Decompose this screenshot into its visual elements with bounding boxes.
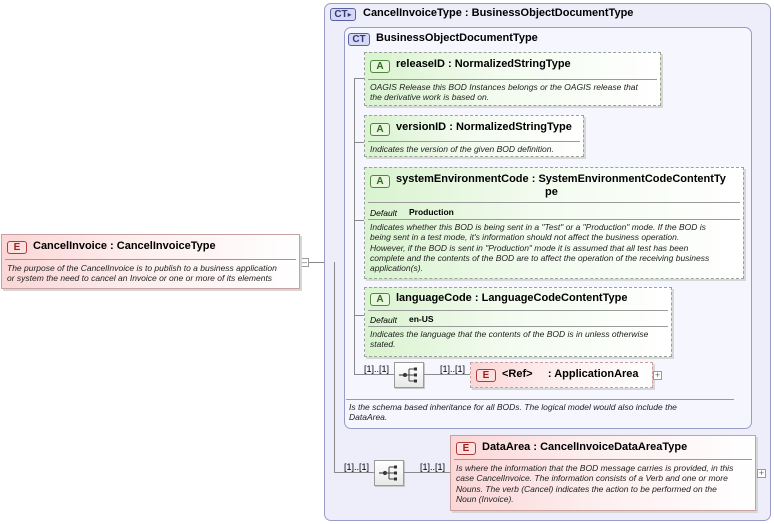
element-divider [5, 259, 296, 260]
collapse-minus-icon[interactable]: – [300, 257, 309, 267]
attribute-doc: Indicates the language that the contents… [370, 329, 649, 350]
complex-type-icon: CT [348, 33, 370, 46]
connector [354, 374, 394, 375]
attribute-label: versionID : NormalizedStringType [396, 121, 572, 133]
attribute-icon: A [370, 293, 390, 306]
inner-type-doc: Is the schema based inheritance for all … [349, 402, 677, 423]
attribute-doc: Indicates the version of the given BOD d… [370, 144, 554, 154]
default-value: Production [409, 207, 454, 217]
attribute-divider [368, 202, 740, 203]
default-label: Default [370, 208, 397, 218]
element-cancel-invoice[interactable]: E CancelInvoice : CancelInvoiceType The … [1, 234, 300, 289]
attribute-bracket-tick [354, 142, 364, 143]
cardinality: [1]..[1] [440, 364, 466, 374]
element-application-area[interactable]: E <Ref> : ApplicationArea [470, 362, 653, 388]
element-label: CancelInvoice : CancelInvoiceType [33, 240, 216, 252]
element-icon: E [476, 369, 496, 382]
business-object-document-type-title: BusinessObjectDocumentType [376, 32, 538, 44]
attribute-icon: A [370, 60, 390, 73]
element-label: DataArea : CancelInvoiceDataAreaType [482, 441, 688, 453]
connector [334, 472, 374, 473]
element-doc: Is where the information that the BOD me… [456, 463, 734, 504]
connector [300, 262, 324, 263]
attribute-doc: OAGIS Release this BOD Instances belongs… [370, 82, 638, 103]
element-doc: The purpose of the CancelInvoice is to p… [7, 263, 277, 284]
element-label: <Ref> : ApplicationArea [502, 368, 639, 380]
sequence-icon[interactable] [394, 362, 424, 388]
expand-plus-icon[interactable]: + [653, 370, 662, 380]
attribute-icon: A [370, 123, 390, 136]
attribute-label: releaseID : NormalizedStringType [396, 58, 571, 70]
connector [334, 262, 335, 473]
attribute-version-id[interactable]: A versionID : NormalizedStringType Indic… [364, 115, 584, 157]
cancel-invoice-type-title: CancelInvoiceType : BusinessObjectDocume… [363, 7, 634, 19]
default-value: en-US [409, 314, 434, 324]
attribute-divider [368, 310, 668, 311]
element-icon: E [7, 241, 27, 254]
attribute-bracket-tick [354, 78, 364, 79]
element-icon: E [456, 442, 476, 455]
attribute-label-wrap: pe [545, 186, 558, 198]
attribute-release-id[interactable]: A releaseID : NormalizedStringType OAGIS… [364, 52, 661, 106]
connector [404, 472, 450, 473]
cardinality: [1]..[1] [364, 364, 390, 374]
attribute-bracket [354, 78, 355, 374]
attribute-doc: Indicates whether this BOD is being sent… [370, 222, 710, 274]
complex-type-derived-icon: CT▸ [330, 8, 356, 21]
attribute-system-environment-code[interactable]: A systemEnvironmentCode : SystemEnvironm… [364, 167, 744, 279]
attribute-bracket-tick [354, 220, 364, 221]
attribute-divider [368, 219, 740, 220]
connector [424, 374, 470, 375]
attribute-language-code[interactable]: A languageCode : LanguageCodeContentType… [364, 287, 672, 357]
attribute-label: systemEnvironmentCode : SystemEnvironmen… [396, 173, 726, 185]
sequence-icon[interactable] [374, 460, 404, 486]
inner-type-doc-divider [346, 399, 734, 400]
attribute-label: languageCode : LanguageCodeContentType [396, 292, 628, 304]
cardinality: [1]..[1] [420, 462, 446, 472]
element-divider [454, 459, 752, 460]
attribute-icon: A [370, 175, 390, 188]
attribute-divider [368, 141, 580, 142]
attribute-divider [368, 326, 668, 327]
element-data-area[interactable]: E DataArea : CancelInvoiceDataAreaType I… [450, 435, 756, 511]
expand-plus-icon[interactable]: + [757, 468, 766, 478]
default-label: Default [370, 315, 397, 325]
cardinality: [1]..[1] [344, 462, 370, 472]
attribute-divider [368, 79, 657, 80]
attribute-bracket-tick [354, 315, 364, 316]
